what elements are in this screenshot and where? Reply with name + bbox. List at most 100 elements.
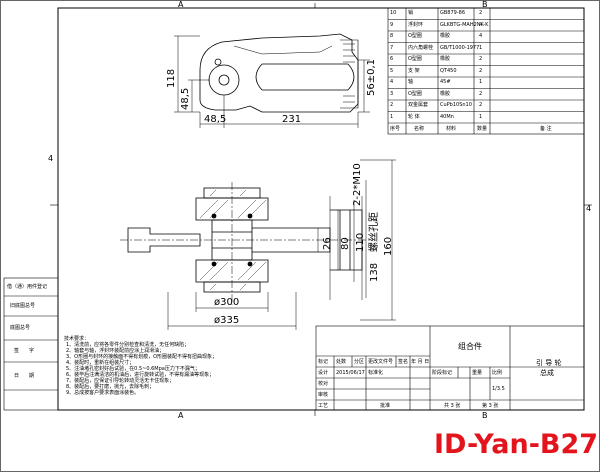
- bom-cell-qty: 4: [479, 21, 483, 28]
- dim-26: 26: [322, 237, 333, 250]
- stage-mark-label: 阶段标记: [432, 370, 453, 376]
- bom-cell-name: 浮封环: [408, 21, 424, 28]
- bom-cell-name: 轴: [408, 79, 414, 85]
- dim-thread: 2-2*M10: [352, 163, 363, 206]
- bom-cell-qty: 1: [479, 113, 483, 120]
- dim-56: 56±0,1: [366, 58, 377, 96]
- dim-48-5-vertical: 48,5: [180, 87, 191, 110]
- bom-cell-no: 4: [390, 79, 394, 85]
- dim-138: 138: [369, 262, 380, 282]
- zone-label-right: 4: [586, 204, 592, 213]
- scale-label: 比例: [492, 370, 503, 376]
- bom-cell-name: O型圈: [408, 56, 422, 62]
- left-strip-label: 日 期: [14, 373, 35, 379]
- section-view: [120, 182, 372, 305]
- header-mark: 标记: [318, 359, 329, 365]
- left-strip-label: 旧底图总号: [10, 303, 36, 309]
- bom-header-no: 序号: [390, 126, 401, 132]
- bom-cell-no: 2: [390, 102, 394, 108]
- bom-cell-mat: CuPb10Sn10: [440, 102, 472, 108]
- bom-cell-no: 1: [390, 113, 394, 120]
- bom-cell-name: 销: [408, 10, 414, 16]
- bom-header-name: 名称: [414, 126, 425, 132]
- bom-cell-mat: 橡胶: [440, 90, 451, 97]
- notes-line: 6、装毕后注满清洁的机油后，进行旋转试验，不得有漏油等现象；: [66, 372, 215, 378]
- notes-line: 9、总成按客户要求表面涂装色。: [66, 390, 140, 396]
- bom-header-qty: 数量: [477, 126, 488, 132]
- design-label: 设计: [318, 370, 329, 376]
- weight-label: 重量: [472, 370, 483, 376]
- bom-cell-qty: 2: [479, 67, 483, 74]
- bom-cell-mat: QT450: [440, 67, 457, 74]
- header-count: 处数: [336, 359, 347, 365]
- notes-line: 7、装配后，应保证引导轮转动灵活无卡住现象；: [66, 378, 175, 384]
- left-strip-label: 借（通）用件登记: [7, 284, 48, 290]
- header-sign: 签名: [398, 359, 409, 365]
- bom-cell-qty: 1: [479, 44, 483, 51]
- bom-cell-qty: 4: [479, 33, 483, 39]
- sheet-number: 第 3 张: [482, 403, 499, 409]
- bom-cell-mat: 橡胶: [440, 56, 451, 62]
- dim-diameter-335: ø335: [214, 315, 240, 326]
- dim-diameter-300: ø300: [214, 297, 240, 308]
- standardization-label: 标准化: [368, 370, 384, 376]
- total-sheets: 共 3 张: [444, 403, 461, 409]
- dim-thread-spacing: 螺丝孔距: [369, 212, 380, 252]
- bom-cell-name: O型圈: [408, 90, 422, 97]
- bom-cell-name: 双金属套: [408, 102, 429, 108]
- bom-cell-no: 8: [390, 33, 394, 39]
- left-strip-grid: [3, 277, 59, 411]
- bom-cell-qty: 2: [479, 90, 483, 97]
- section-dimensions: [167, 159, 396, 330]
- zone-label-left: 4: [48, 154, 54, 163]
- top-view-dimensions: [174, 35, 370, 128]
- bom-cell-no: 10: [390, 10, 397, 16]
- zone-label-bottom-b: B: [482, 411, 488, 420]
- top-view: [199, 33, 359, 113]
- bom-cell-name: O型圈: [408, 33, 422, 39]
- left-strip-label: 底图总号: [10, 325, 31, 331]
- notes-line: 3、O形圈与封环的接触面不得有划痕，O形圈装配不得有扭曲现象；: [66, 354, 218, 360]
- bom-cell-no: 7: [390, 44, 394, 51]
- notes-title: 技术要求：: [64, 336, 90, 342]
- bom-header-note: 备 注: [540, 126, 552, 132]
- dim-80: 80: [340, 237, 351, 250]
- bom-cell-mat: 40Mn: [440, 113, 454, 120]
- dim-48-5-horizontal: 48,5: [204, 114, 227, 125]
- bom-cell-name: 支 架: [408, 67, 420, 74]
- approve-label: 批准: [380, 403, 391, 409]
- seal-markers: [211, 213, 253, 267]
- left-strip-label: 签 字: [14, 348, 35, 354]
- dim-160: 160: [383, 236, 394, 256]
- bom-cell-mat: 橡胶: [440, 33, 451, 39]
- bom-cell-name: 内六角螺栓: [408, 44, 434, 51]
- process-label: 工艺: [318, 403, 329, 409]
- dim-118: 118: [166, 68, 177, 88]
- bom-cell-qty: 2: [479, 102, 483, 108]
- bom-table-grid: [387, 7, 585, 135]
- id-watermark: ID-Yan-B27: [434, 429, 599, 460]
- technical-notes: 技术要求： 1、清洗前，应将各零件分别检查和清洗，无任何缺陷；2、轴套与轴，浮封…: [64, 336, 217, 396]
- bom-cell-qty: 2: [479, 10, 483, 16]
- header-date: 年 月 日: [411, 359, 430, 365]
- bom-cell-name: 轮 体: [408, 113, 420, 120]
- scale-value: 1/3.5: [492, 386, 505, 392]
- design-date: 2015/06/17: [336, 370, 365, 376]
- zone-label-top-a: A: [178, 0, 184, 9]
- notes-line: 1、清洗前，应将各零件分别检查和清洗，无任何缺陷；: [66, 342, 190, 348]
- bom-cell-no: 6: [390, 56, 394, 62]
- notes-line: 5、注油堵孔密封好后试验，在0.5~0.6Mpa压力下不漏气；: [66, 366, 200, 372]
- part-name: 引 导 轮: [536, 359, 562, 367]
- bom-cell-code: GB/T1000-1977: [440, 44, 480, 51]
- dim-231: 231: [282, 114, 302, 125]
- notes-line: 2、轴套与轴，浮封环装配前应涂上润滑油；: [66, 348, 165, 354]
- assembly-label: 组合件: [458, 342, 482, 351]
- header-zone: 分区: [354, 359, 365, 365]
- bom-cell-no: 3: [390, 90, 394, 97]
- bom-cell-code: GLKBTG-MAH2NK-K: [440, 21, 489, 28]
- dim-110: 110: [355, 232, 366, 252]
- bom-cell-no: 9: [390, 21, 394, 28]
- audit-label: 审核: [318, 392, 329, 398]
- bom-cell-code: GB879-86: [440, 10, 466, 16]
